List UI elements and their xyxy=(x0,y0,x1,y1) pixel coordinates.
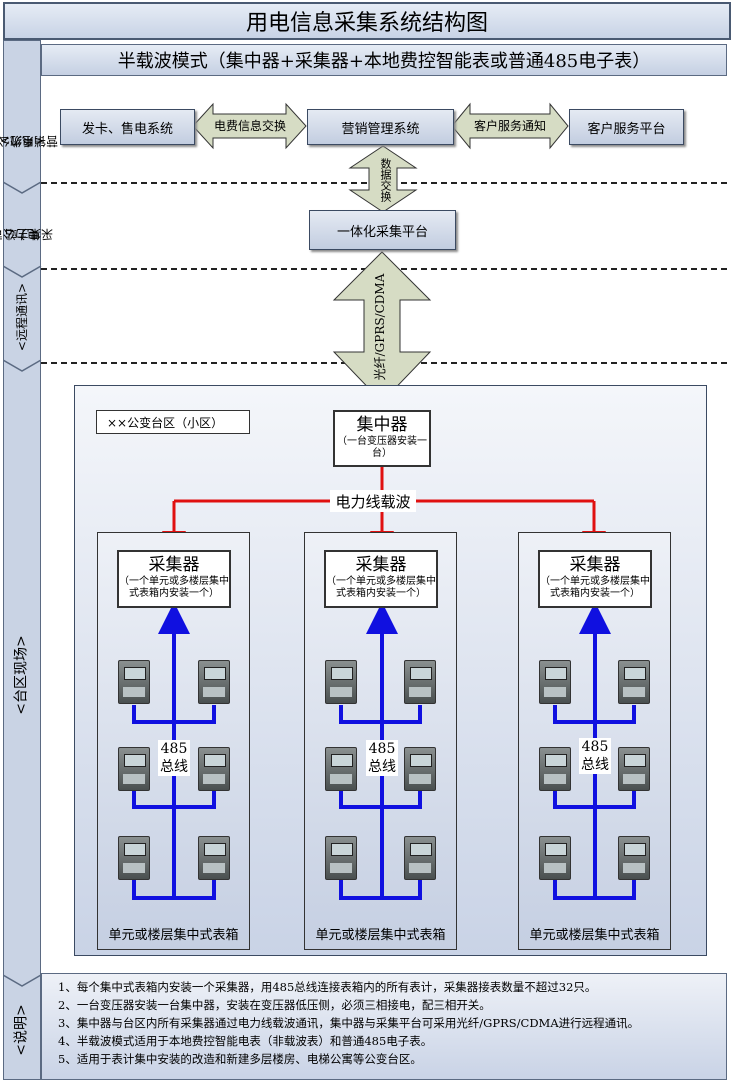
customer-service-platform: 客户服务平台 xyxy=(569,109,684,145)
electric-meter xyxy=(118,836,150,880)
card-sales-system: 发卡、售电系统 xyxy=(60,109,195,145)
area-label: ××公变台区（小区） xyxy=(96,410,250,434)
side-label-column xyxy=(3,40,41,1080)
electric-meter xyxy=(198,660,230,704)
electric-meter xyxy=(539,747,571,791)
electric-meter xyxy=(325,660,357,704)
marketing-management-system: 营销管理系统 xyxy=(307,109,454,145)
collector: 采集器 （一个单元或多楼层集中式表箱内安装一个） xyxy=(117,550,231,608)
note-item: 4、半载波模式适用于本地费控智能电表（非载波表）和普通485电子表。 xyxy=(58,1034,433,1048)
customer-notice-label: 客户服务通知 xyxy=(473,119,546,133)
electric-meter xyxy=(618,747,650,791)
collector-note: （一个单元或多楼层集中式表箱内安装一个） xyxy=(540,576,650,599)
collector-note: （一个单元或多楼层集中式表箱内安装一个） xyxy=(326,576,436,599)
concentrator: 集中器 （一台变压器安装一台） xyxy=(333,410,431,467)
exchange-arrows xyxy=(192,102,569,403)
plc-label: 电力线载波 xyxy=(330,490,416,512)
side-column-dividers xyxy=(3,181,42,987)
concentrator-title: 集中器 xyxy=(356,415,408,435)
note-item: 3、集中器与台区内所有采集器通过电力线载波通讯，集中器与采集平台可采用光纤/GP… xyxy=(58,1016,640,1030)
customer-notice-arrow xyxy=(451,102,569,150)
collector-title: 采集器 xyxy=(148,555,200,575)
fee-exchange-arrow xyxy=(192,102,307,150)
concentrator-note: （一台变压器安装一台） xyxy=(337,436,427,459)
data-exchange-label: 数据交换 xyxy=(379,158,392,202)
collector-title: 采集器 xyxy=(355,555,407,575)
diagram-title: 用电信息采集系统结构图 xyxy=(3,2,731,40)
collector: 采集器 （一个单元或多楼层集中式表箱内安装一个） xyxy=(538,550,652,608)
side-label-notes: <说明> xyxy=(14,1004,30,1056)
collector-title: 采集器 xyxy=(569,555,621,575)
electric-meter xyxy=(618,836,650,880)
note-item: 1、每个集中式表箱内安装一个采集器，用485总线连接表箱内的所有表计，采集器接表… xyxy=(58,980,597,994)
collection-platform: 一体化采集平台 xyxy=(309,210,456,250)
notes-panel: 1、每个集中式表箱内安装一个采集器，用485总线连接表箱内的所有表计，采集器接表… xyxy=(41,973,727,1080)
rs485-bus-lines xyxy=(132,602,636,900)
electric-meter xyxy=(118,660,150,704)
fee-exchange-label: 电费信息交换 xyxy=(213,119,286,133)
cabinet-label: 单元或楼层集中式表箱 xyxy=(315,928,446,943)
electric-meter xyxy=(118,747,150,791)
bus-label: 485总线 xyxy=(579,738,611,774)
electric-meter xyxy=(618,660,650,704)
electric-meter xyxy=(325,747,357,791)
electric-meter xyxy=(539,836,571,880)
electric-meter xyxy=(404,836,436,880)
electric-meter xyxy=(198,747,230,791)
cabinet-label: 单元或楼层集中式表箱 xyxy=(108,928,239,943)
note-item: 2、一台变压器安装一台集中器，安装在变压器低压侧，必须三相接电，配三相开关。 xyxy=(58,998,491,1012)
bus-label: 485总线 xyxy=(158,740,190,776)
cabinet-label: 单元或楼层集中式表箱 xyxy=(529,928,660,943)
bus-label: 485总线 xyxy=(366,740,398,776)
collector: 采集器 （一个单元或多楼层集中式表箱内安装一个） xyxy=(324,550,438,608)
note-item: 5、适用于表计集中安装的改造和新建多层楼房、电梯公寓等公变台区。 xyxy=(58,1052,422,1066)
electric-meter xyxy=(198,836,230,880)
electric-meter xyxy=(404,747,436,791)
mode-subtitle: 半载波模式（集中器+采集器+本地费控智能表或普通485电子表） xyxy=(41,44,727,76)
collector-note: （一个单元或多楼层集中式表箱内安装一个） xyxy=(119,576,229,599)
electric-meter xyxy=(325,836,357,880)
electric-meter xyxy=(539,660,571,704)
electric-meter xyxy=(404,660,436,704)
